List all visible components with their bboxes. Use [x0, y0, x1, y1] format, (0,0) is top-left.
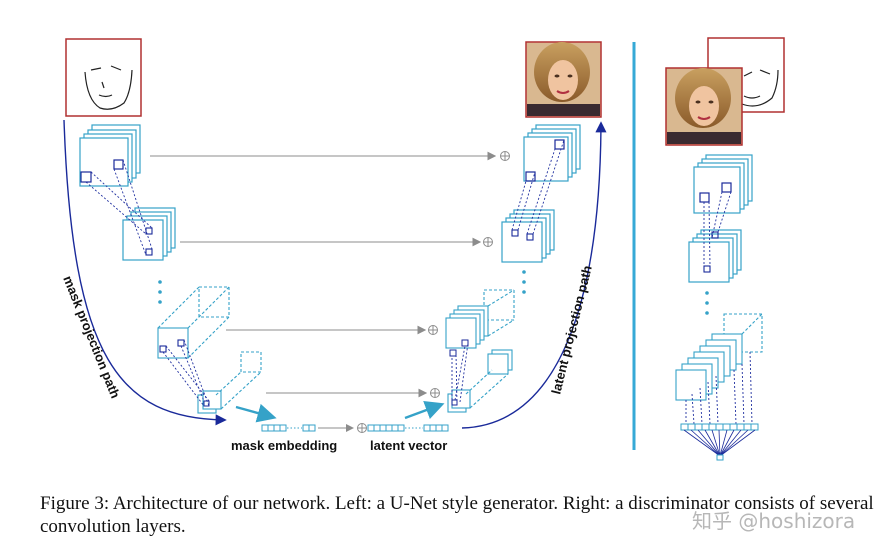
mask-embedding-vector [261, 424, 316, 432]
input-sketch [65, 38, 142, 117]
decoder-ellipsis [522, 270, 526, 294]
encoder-layer-1 [79, 124, 141, 187]
disc-layer-2 [688, 229, 742, 283]
plus-circle-icon [428, 151, 510, 398]
decoder-layer-2 [501, 209, 555, 263]
figure-caption: Figure 3: Architecture of our network. L… [40, 493, 874, 537]
encoder-layer-2 [122, 207, 176, 261]
disc-output-vector [680, 423, 759, 431]
disc-input-photo [665, 67, 743, 146]
watermark: 知乎 @hoshizora [692, 509, 856, 533]
mask-embedding-label: mask embedding [231, 438, 337, 453]
plus-circle-icon [357, 423, 367, 433]
encoder-dotted-links-1 [85, 159, 153, 256]
latent-vector-label: latent vector [370, 438, 447, 453]
encoder-ellipsis [158, 280, 162, 304]
face-sketch-icon [741, 69, 779, 107]
mask-projection-arc [63, 119, 227, 426]
disc-ellipsis [705, 291, 709, 315]
mask-projection-label: mask projection path [60, 274, 123, 401]
skip-connections [150, 151, 497, 398]
latent-projection-label: latent projection path [548, 264, 595, 396]
disc-fan-in [683, 429, 756, 457]
decoder-dotted-links-1 [511, 139, 565, 235]
disc-fc-links [685, 351, 753, 425]
face-sketch-icon [84, 65, 133, 110]
encoder-layer-4 [197, 351, 262, 414]
encoder-layer-3 [157, 286, 230, 359]
decoder-dotted-links-2 [451, 342, 469, 406]
disc-layer-3 [675, 313, 763, 401]
face-photo-icon [527, 42, 600, 116]
decoder-layer-3 [445, 289, 515, 349]
decoder-layer-1 [523, 124, 581, 182]
disc-dotted-links [703, 191, 732, 267]
output-photo [525, 41, 602, 118]
face-photo-icon [667, 68, 741, 144]
encoder-dotted-links-2 [162, 339, 210, 407]
latent-projection-arc [461, 121, 607, 429]
disc-layer-1 [693, 154, 753, 214]
disc-output-unit [716, 454, 724, 461]
latent-vector [367, 424, 449, 432]
decoder-layer-4 [447, 349, 513, 413]
